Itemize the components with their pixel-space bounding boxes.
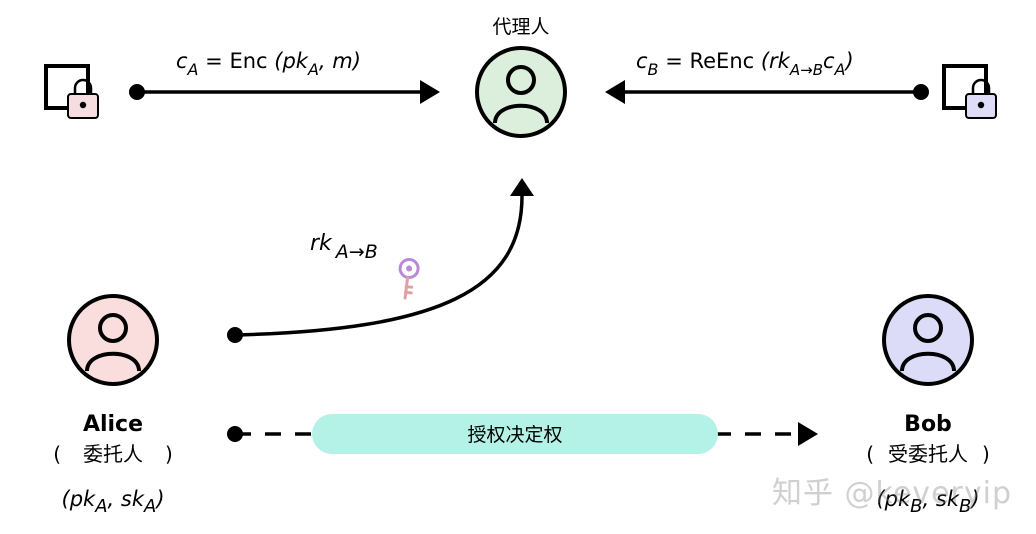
- delegate-label: 授权决定权: [467, 424, 562, 446]
- user-icon: [67, 294, 159, 386]
- watermark: 知乎 @keveryip: [772, 476, 1012, 511]
- user-icon: [882, 294, 974, 386]
- document-lock-icon: [942, 64, 997, 119]
- document-lock-icon: [44, 64, 99, 119]
- proxy-node: 代理人: [475, 16, 567, 138]
- bob-name: Bob: [904, 412, 952, 437]
- delegate-pill: [312, 414, 718, 454]
- reenc-edge: cB = ReEnc (rkA→BcA): [605, 49, 929, 104]
- alice-name: Alice: [83, 412, 143, 437]
- enc-label: cA = Enc (pkA, m): [176, 49, 361, 79]
- bob-node: Bob (受委托人) (pkB, skB): [866, 294, 990, 517]
- alice-keys: (pkA, skA): [61, 487, 164, 517]
- proxy-label: 代理人: [492, 16, 549, 38]
- reenc-label: cB = ReEnc (rkA→BcA): [636, 49, 854, 79]
- alice-role: (委托人): [53, 442, 173, 466]
- bob-role: (受委托人): [866, 442, 990, 466]
- alice-node: Alice (委托人) (pkA, skA): [53, 294, 173, 517]
- bob-keys: (pkB, skB): [876, 487, 979, 517]
- key-icon: [398, 258, 420, 300]
- delegate-edge: 授权决定权: [227, 414, 818, 454]
- enc-edge: cA = Enc (pkA, m): [129, 49, 440, 104]
- user-icon: [475, 46, 567, 138]
